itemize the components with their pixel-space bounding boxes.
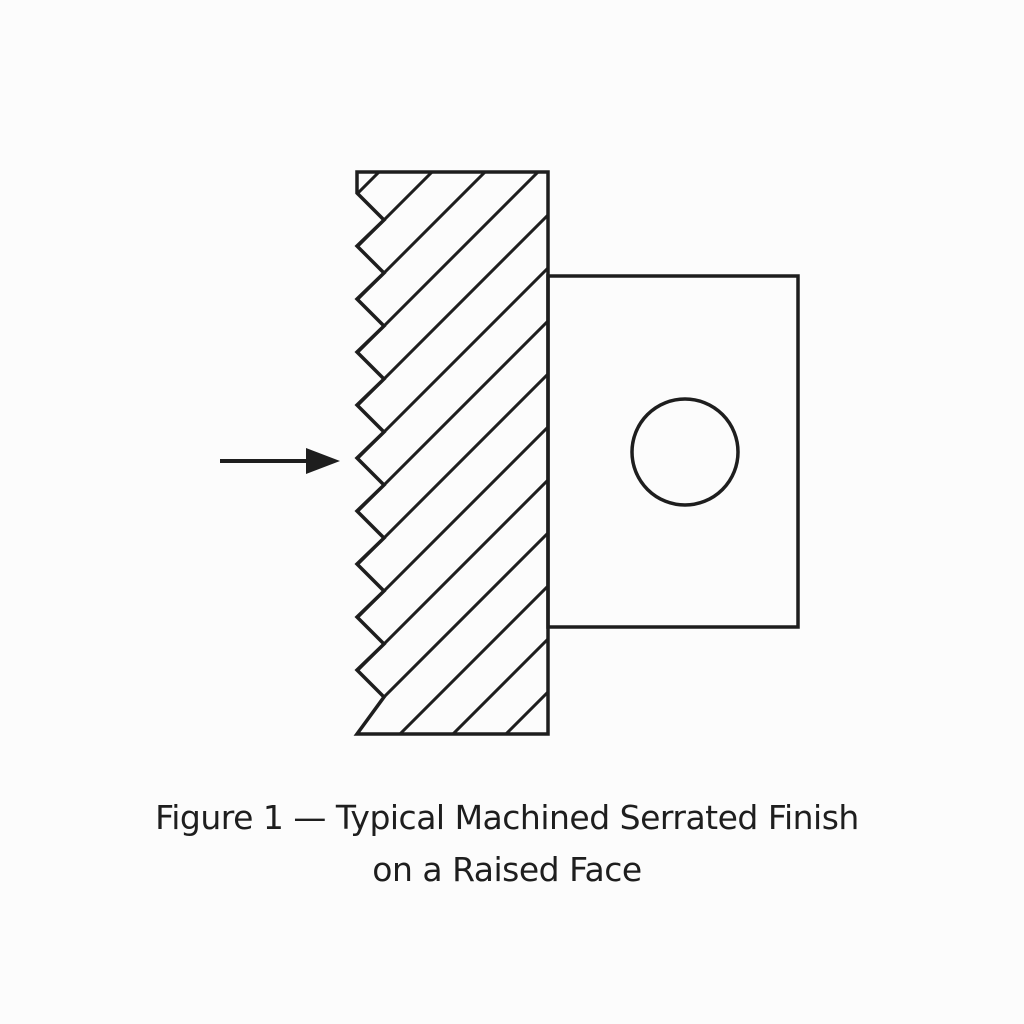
bolt-hole [630,397,740,507]
hatch-line [401,172,548,734]
hatch-line [357,172,548,734]
raised-face-tab [546,274,800,629]
flange-cross-section [353,170,550,736]
hatch-line [357,172,484,734]
caption-line-2: on a Raised Face [372,850,642,889]
arrow-icon [220,448,340,474]
hatch-line [357,172,548,734]
section-hatching [357,172,548,734]
hatch-line [357,172,537,734]
hatch-line [357,172,378,734]
hatch-line [357,172,548,734]
hatch-line [357,172,548,734]
hatch-line [357,172,548,734]
hatch-line [357,172,548,734]
caption-line-1: Figure 1 — Typical Machined Serrated Fin… [155,798,859,837]
hatch-line [357,172,548,734]
hatch-line [357,172,548,734]
